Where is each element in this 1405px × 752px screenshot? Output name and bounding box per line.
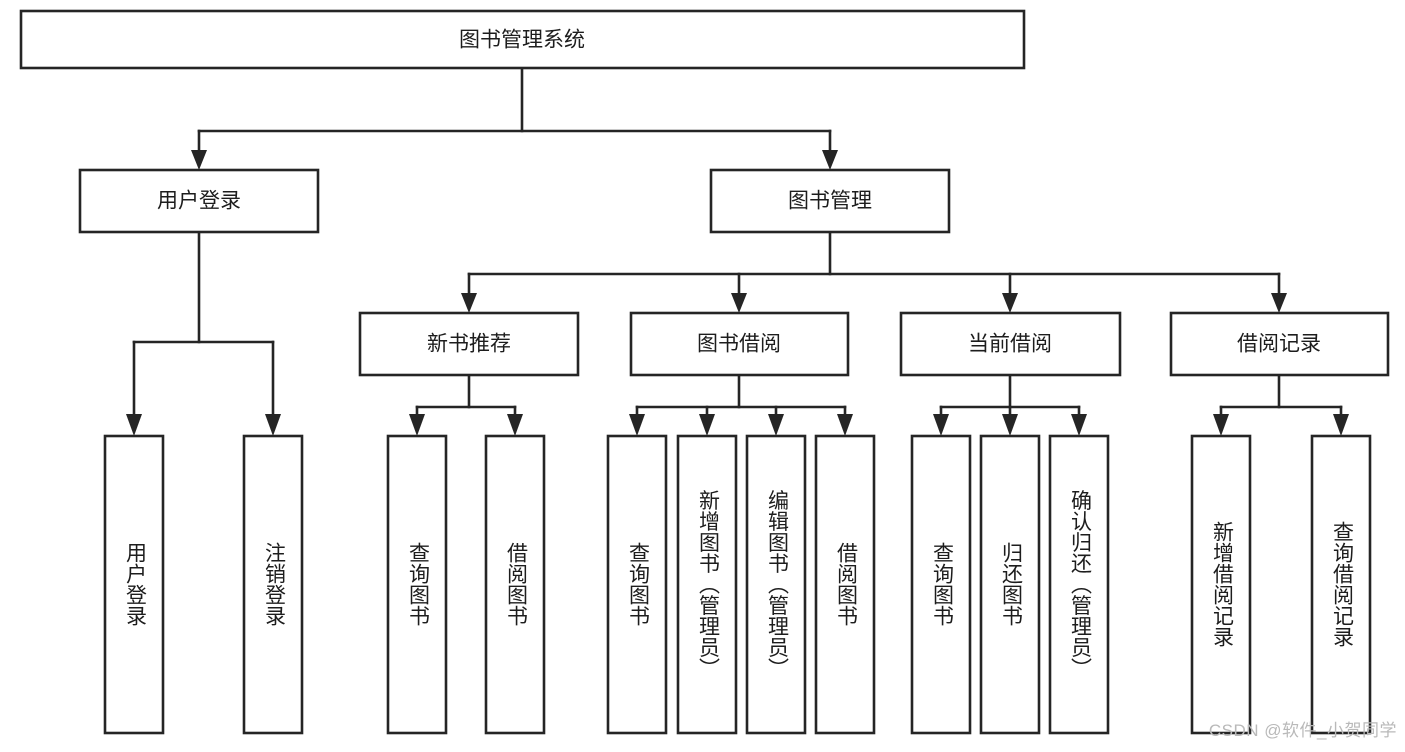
arrow-leaf-query-book-2	[629, 414, 645, 436]
node-leaf-logout-login[interactable]: 注销登录	[242, 434, 304, 735]
arrow-leaf-query-book-1	[409, 414, 425, 436]
node-leaf-add-book-admin[interactable]: 新增图书（管理员）	[676, 434, 738, 735]
node-user-login-box[interactable]	[78, 168, 320, 234]
node-new-book-recommend[interactable]: 新书推荐	[358, 311, 580, 377]
node-leaf-query-book-2-box[interactable]	[606, 434, 668, 735]
node-leaf-query-book-2-label: 查询图书	[626, 542, 650, 626]
arrow-to-borrow-record	[1271, 293, 1287, 313]
node-leaf-borrow-book-2[interactable]: 借阅图书	[814, 434, 876, 735]
node-leaf-query-book-1[interactable]: 查询图书	[386, 434, 448, 735]
arrow-leaf-confirm-return-admin	[1071, 414, 1087, 436]
node-leaf-query-book-1-box[interactable]	[386, 434, 448, 735]
node-leaf-return-book-label: 归还图书	[999, 542, 1023, 626]
node-user-login-label: 用户登录	[157, 190, 241, 213]
node-leaf-return-book-box[interactable]	[979, 434, 1041, 735]
node-leaf-borrow-book-1-box[interactable]	[484, 434, 546, 735]
node-leaf-edit-book-admin-box[interactable]	[745, 434, 807, 735]
arrow-leaf-add-borrow-record	[1213, 414, 1229, 436]
node-leaf-borrow-book-1[interactable]: 借阅图书	[484, 434, 546, 735]
node-borrow-record[interactable]: 借阅记录	[1169, 311, 1390, 377]
node-leaf-add-book-admin-label: 新增图书（管理员）	[696, 490, 720, 679]
node-root-box[interactable]	[19, 9, 1026, 70]
node-root[interactable]: 图书管理系统	[19, 9, 1026, 70]
node-leaf-add-borrow-record[interactable]: 新增借阅记录	[1190, 434, 1252, 735]
node-leaf-edit-book-admin[interactable]: 编辑图书（管理员）	[745, 434, 807, 735]
node-leaf-query-book-1-label: 查询图书	[406, 542, 430, 626]
node-leaf-return-book[interactable]: 归还图书	[979, 434, 1041, 735]
node-new-book-recommend-label: 新书推荐	[427, 333, 511, 356]
arrow-leaf-logout-login	[265, 414, 281, 436]
arrow-leaf-add-book-admin	[699, 414, 715, 436]
node-book-management[interactable]: 图书管理	[709, 168, 951, 234]
arrow-leaf-borrow-book-1	[507, 414, 523, 436]
arrow-to-user-login	[191, 150, 207, 170]
node-leaf-query-book-3[interactable]: 查询图书	[910, 434, 972, 735]
arrow-leaf-query-borrow-record	[1333, 414, 1349, 436]
arrow-leaf-return-book	[1002, 414, 1018, 436]
node-current-borrow-label: 当前借阅	[968, 333, 1052, 356]
node-book-management-box[interactable]	[709, 168, 951, 234]
node-leaf-user-login[interactable]: 用户登录	[103, 434, 165, 735]
node-leaf-borrow-book-1-label: 借阅图书	[504, 542, 528, 626]
connector-layer	[126, 66, 1349, 436]
node-leaf-logout-login-box[interactable]	[242, 434, 304, 735]
node-leaf-borrow-book-2-label: 借阅图书	[834, 542, 858, 626]
node-book-borrow-box[interactable]	[629, 311, 850, 377]
node-root-label: 图书管理系统	[459, 29, 585, 52]
node-borrow-record-box[interactable]	[1169, 311, 1390, 377]
node-leaf-query-borrow-record-label: 查询借阅记录	[1330, 521, 1354, 647]
node-leaf-add-book-admin-box[interactable]	[676, 434, 738, 735]
node-leaf-user-login-box[interactable]	[103, 434, 165, 735]
arrow-to-new-book-recommend	[461, 293, 477, 313]
arrow-leaf-edit-book-admin	[768, 414, 784, 436]
arrow-to-book-management	[822, 150, 838, 170]
node-current-borrow-box[interactable]	[899, 311, 1122, 377]
node-leaf-query-borrow-record[interactable]: 查询借阅记录	[1310, 434, 1372, 735]
node-leaf-query-book-3-label: 查询图书	[930, 542, 954, 626]
node-leaf-confirm-return-admin-label: 确认归还（管理员）	[1068, 490, 1092, 679]
node-borrow-record-label: 借阅记录	[1237, 333, 1321, 356]
node-book-management-label: 图书管理	[788, 190, 872, 213]
node-leaf-add-borrow-record-box[interactable]	[1190, 434, 1252, 735]
arrow-to-book-borrow	[731, 293, 747, 313]
node-leaf-borrow-book-2-box[interactable]	[814, 434, 876, 735]
node-leaf-add-borrow-record-label: 新增借阅记录	[1210, 521, 1234, 647]
arrow-leaf-query-book-3	[933, 414, 949, 436]
arrow-to-current-borrow	[1002, 293, 1018, 313]
node-book-borrow[interactable]: 图书借阅	[629, 311, 850, 377]
node-leaf-confirm-return-admin[interactable]: 确认归还（管理员）	[1048, 434, 1110, 735]
node-leaf-query-borrow-record-box[interactable]	[1310, 434, 1372, 735]
node-user-login[interactable]: 用户登录	[78, 168, 320, 234]
node-book-borrow-label: 图书借阅	[697, 333, 781, 356]
node-leaf-logout-login-label: 注销登录	[262, 542, 286, 626]
node-leaf-query-book-3-box[interactable]	[910, 434, 972, 735]
node-leaf-confirm-return-admin-box[interactable]	[1048, 434, 1110, 735]
node-leaf-edit-book-admin-label: 编辑图书（管理员）	[765, 490, 789, 679]
node-current-borrow[interactable]: 当前借阅	[899, 311, 1122, 377]
arrow-leaf-user-login	[126, 414, 142, 436]
arrow-leaf-borrow-book-2	[837, 414, 853, 436]
node-leaf-query-book-2[interactable]: 查询图书	[606, 434, 668, 735]
node-new-book-recommend-box[interactable]	[358, 311, 580, 377]
node-leaf-user-login-label: 用户登录	[123, 542, 147, 626]
